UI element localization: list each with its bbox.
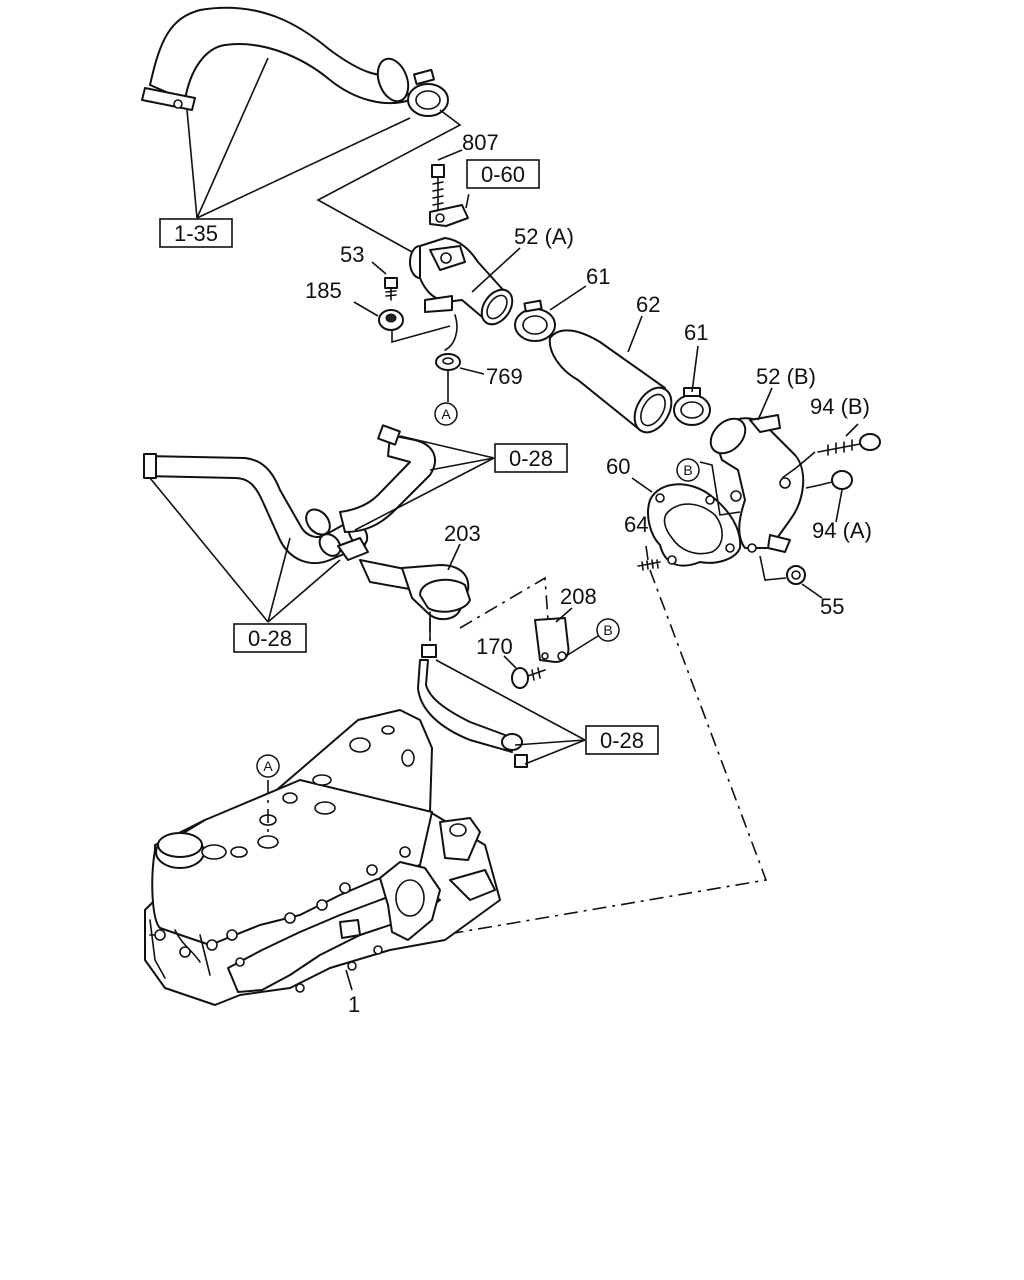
callout-52b: 52 (B) — [756, 364, 816, 389]
leader-208 — [555, 607, 573, 623]
bolt-807 — [431, 164, 445, 213]
callout-55: 55 — [820, 594, 844, 619]
leader-61-upper — [549, 285, 587, 311]
svg-text:0-28: 0-28 — [600, 728, 644, 753]
callout-94b: 94 (B) — [810, 394, 870, 419]
leader-hose-to-outlet — [316, 109, 462, 253]
engine-cylinder-head — [144, 709, 501, 1006]
leader-housing-to-engine — [424, 569, 768, 939]
leader-64 — [645, 545, 649, 561]
leader-185-to-pipe — [391, 325, 451, 344]
stud-64 — [637, 559, 661, 571]
marker-a-engine: A — [256, 754, 280, 778]
leader-61-lower — [691, 345, 699, 393]
leader-0-60 — [465, 187, 471, 209]
hose-clamp-top — [407, 68, 449, 117]
svg-text:0-28: 0-28 — [248, 626, 292, 651]
callout-807: 807 — [462, 130, 499, 155]
callout-185: 185 — [305, 278, 342, 303]
callout-61-lower: 61 — [684, 320, 708, 345]
svg-text:0-28: 0-28 — [509, 446, 553, 471]
callout-769: 769 — [486, 364, 523, 389]
leader-valve-to-bracket — [459, 576, 549, 629]
leader-170 — [503, 655, 517, 669]
hose-clamp-61-upper — [514, 299, 556, 342]
svg-text:A: A — [441, 406, 451, 422]
callout-61-upper: 61 — [586, 264, 610, 289]
leader-203 — [447, 543, 461, 571]
leader-52a — [471, 247, 521, 293]
marker-b-bracket: B — [596, 618, 620, 642]
leader-94b-to-housing — [781, 451, 816, 479]
upper-radiator-hose — [141, 6, 411, 111]
callout-60: 60 — [606, 454, 630, 479]
leader-60 — [631, 477, 653, 493]
water-hose-62 — [548, 329, 673, 434]
leader-94a — [835, 489, 843, 523]
leader-b-bracket — [565, 635, 599, 657]
leader-769 — [447, 367, 485, 402]
leader-0-28-left — [149, 477, 341, 623]
bracket-208 — [534, 617, 570, 663]
hose-joints — [305, 508, 369, 561]
sensor-bracket-0-60 — [429, 204, 469, 227]
marker-a-top: A — [434, 402, 458, 426]
svg-text:1-35: 1-35 — [174, 221, 218, 246]
ref-box-0-28-top: 0-28 — [494, 443, 568, 473]
water-outlet-pipe-52a — [409, 237, 514, 351]
leader-55 — [801, 583, 823, 599]
leader-807 — [437, 149, 463, 161]
leader-53 — [371, 261, 387, 275]
bolt-170 — [511, 667, 546, 689]
marker-b-gasket: B — [676, 458, 700, 482]
ref-box-0-28-bottom: 0-28 — [585, 725, 659, 755]
callout-1: 1 — [348, 992, 360, 1017]
leader-55-to-housing — [759, 555, 787, 581]
gasket-60 — [647, 483, 742, 567]
leader-1-35 — [186, 57, 411, 219]
washer-769 — [435, 353, 461, 371]
leader-62 — [627, 315, 643, 353]
leader-185 — [353, 301, 379, 317]
ref-box-0-60: 0-60 — [466, 159, 540, 189]
callout-94a: 94 (A) — [812, 518, 872, 543]
ref-box-0-28-left: 0-28 — [233, 623, 307, 653]
svg-text:B: B — [683, 462, 692, 478]
leader-1 — [345, 969, 353, 991]
bypass-hose — [417, 644, 528, 768]
bolt-185 — [378, 309, 404, 331]
leader-94b — [845, 423, 859, 437]
ref-box-1-35: 1-35 — [159, 218, 233, 248]
heater-pipe-right — [339, 424, 436, 533]
bolt-94a — [819, 470, 853, 490]
leader-0-28-top — [354, 435, 495, 531]
svg-text:A: A — [263, 758, 273, 774]
svg-text:0-60: 0-60 — [481, 162, 525, 187]
callout-208: 208 — [560, 584, 597, 609]
callout-170: 170 — [476, 634, 513, 659]
svg-text:B: B — [603, 622, 612, 638]
hose-clamp-61-lower — [673, 387, 711, 426]
leader-b-gasket — [699, 461, 741, 516]
callout-53: 53 — [340, 242, 364, 267]
leader-94a-to-housing — [805, 484, 821, 489]
leader-0-28-bottom — [435, 659, 586, 765]
nut-55 — [786, 565, 806, 585]
callout-52a: 52 (A) — [514, 224, 574, 249]
bolt-53 — [384, 277, 398, 301]
thermostat-housing-52b — [709, 414, 805, 553]
callout-203: 203 — [444, 521, 481, 546]
bolt-94b — [817, 433, 881, 456]
callout-62: 62 — [636, 292, 660, 317]
leader-52b — [757, 387, 773, 421]
heater-valve-203 — [359, 559, 471, 641]
callout-64: 64 — [624, 512, 648, 537]
